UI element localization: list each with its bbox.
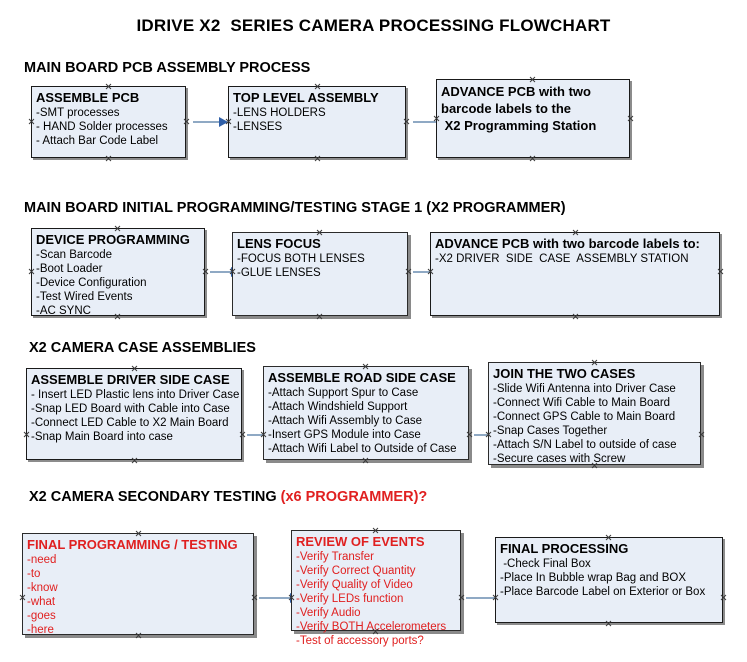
box-line: -what <box>27 596 56 608</box>
box-line: -LENSES <box>233 121 283 133</box>
box-line: -Test Wired Events <box>36 291 133 303</box>
box-line: -Scan Barcode <box>36 249 113 261</box>
box-title: LENS FOCUS <box>237 236 321 251</box>
box-line: -Verify LEDs function <box>296 593 404 605</box>
section-heading-main-board-pcb-assembly: MAIN BOARD PCB ASSEMBLY PROCESS <box>24 60 311 76</box>
box-final-processing[interactable]: FINAL PROCESSING -Check Final Box -Place… <box>495 537 723 623</box>
connector-assemble-pcb-to-top-level-assembly <box>193 117 228 127</box>
box-line: - Insert LED Plastic lens into Driver Ca… <box>31 389 240 401</box>
box-line: -here <box>27 624 54 636</box>
box-review-of-events[interactable]: REVIEW OF EVENTS -Verify Transfer -Verif… <box>291 530 461 647</box>
box-assemble-road-side-case[interactable]: ASSEMBLE ROAD SIDE CASE -Attach Support … <box>263 366 469 460</box>
section-heading-x2-camera-secondary-testing: X2 CAMERA SECONDARY TESTING (x6 PROGRAMM… <box>29 489 427 505</box>
box-line: -Secure cases with Screw <box>493 453 626 465</box>
box-line: -know <box>27 582 58 594</box>
box-line: -Snap Main Board into case <box>31 431 173 443</box>
box-title: ASSEMBLE ROAD SIDE CASE <box>268 370 456 385</box>
box-lens-focus[interactable]: LENS FOCUS -FOCUS BOTH LENSES -GLUE LENS… <box>232 232 408 316</box>
box-line: -Verify BOTH Accelerometers <box>296 621 447 633</box>
box-line: -Verify Quality of Video <box>296 579 413 591</box>
box-line: -Verify Audio <box>296 607 361 619</box>
box-line: -Connect Wifi Cable to Main Board <box>493 397 671 409</box>
box-line: -Device Configuration <box>36 277 147 289</box>
section-heading-accent: (x6 PROGRAMMER)? <box>280 489 428 505</box>
box-line-overflow: -Test of accessory ports? <box>296 635 424 647</box>
box-line: -X2 DRIVER SIDE CASE ASSEMBLY STATION <box>435 253 689 265</box>
box-top-level-assembly[interactable]: TOP LEVEL ASSEMBLY -LENS HOLDERS -LENSES <box>228 86 406 158</box>
box-line: -Attach Support Spur to Case <box>268 387 419 399</box>
box-line: -Insert GPS Module into Case <box>268 429 421 441</box>
section-heading-text: X2 CAMERA SECONDARY TESTING <box>29 489 281 505</box>
box-line: -Attach Wifi Assembly to Case <box>268 415 423 427</box>
box-line: -SMT processes <box>36 107 120 119</box>
box-line: -Snap LED Board with Cable into Case <box>31 403 230 415</box>
box-title: FINAL PROCESSING <box>500 541 629 556</box>
box-line: - Attach Bar Code Label <box>36 135 159 147</box>
box-assemble-pcb[interactable]: ASSEMBLE PCB -SMT processes - HAND Solde… <box>31 86 186 158</box>
box-line: -goes <box>27 610 56 622</box>
box-advance-pcb-to-x2-programming-station[interactable]: ADVANCE PCB with two barcode labels to t… <box>436 79 630 158</box>
box-title: DEVICE PROGRAMMING <box>36 232 190 247</box>
box-title: ASSEMBLE DRIVER SIDE CASE <box>31 372 230 387</box>
box-device-programming[interactable]: DEVICE PROGRAMMING -Scan Barcode -Boot L… <box>31 228 205 317</box>
box-assemble-driver-side-case[interactable]: ASSEMBLE DRIVER SIDE CASE - Insert LED P… <box>26 368 242 460</box>
box-line: -Attach S/N Label to outside of case <box>493 439 677 451</box>
box-join-the-two-cases[interactable]: JOIN THE TWO CASES -Slide Wifi Antenna i… <box>488 362 701 465</box>
box-line: -Snap Cases Together <box>493 425 608 437</box>
box-title: REVIEW OF EVENTS <box>296 534 425 549</box>
box-line: -Slide Wifi Antenna into Driver Case <box>493 383 676 395</box>
box-title: ASSEMBLE PCB <box>36 90 140 105</box>
box-line: -Attach Windshield Support <box>268 401 408 413</box>
box-line: -GLUE LENSES <box>237 267 321 279</box>
box-line: -Verify Correct Quantity <box>296 565 416 577</box>
connector-device-programming-to-lens-focus <box>210 267 240 277</box>
box-advance-pcb-to-driver-side-case-assembly[interactable]: ADVANCE PCB with two barcode labels to: … <box>430 232 720 316</box>
box-line: -Place Barcode Label on Exterior or Box <box>500 586 706 598</box>
box-line: -Check Final Box <box>500 558 591 570</box>
page-title: IDRIVE X2 SERIES CAMERA PROCESSING FLOWC… <box>136 16 611 35</box>
connector-final-programming-to-review-of-events <box>259 593 299 603</box>
box-line: -Place In Bubble wrap Bag and BOX <box>500 572 687 584</box>
box-final-programming-testing[interactable]: FINAL PROGRAMMING / TESTING -need -to -k… <box>22 533 254 636</box>
box-title: ADVANCE PCB with two barcode labels to t… <box>441 84 597 133</box>
box-line: -AC SYNC <box>36 305 91 317</box>
box-line: - HAND Solder processes <box>36 121 168 133</box>
section-heading-main-board-initial-programming: MAIN BOARD INITIAL PROGRAMMING/TESTING S… <box>24 200 566 216</box>
box-line: -Connect GPS Cable to Main Board <box>493 411 676 423</box>
box-line: -Boot Loader <box>36 263 103 275</box>
box-line: -FOCUS BOTH LENSES <box>237 253 365 265</box>
box-line: -Verify Transfer <box>296 551 374 563</box>
box-line: -LENS HOLDERS <box>233 107 326 119</box>
section-heading-x2-camera-case-assemblies: X2 CAMERA CASE ASSEMBLIES <box>29 340 256 356</box>
box-line: -need <box>27 554 57 566</box>
box-title: JOIN THE TWO CASES <box>493 366 636 381</box>
box-line: -Connect LED Cable to X2 Main Board <box>31 417 229 429</box>
box-title: FINAL PROGRAMMING / TESTING <box>27 537 238 552</box>
box-title: TOP LEVEL ASSEMBLY <box>233 90 379 105</box>
box-title: ADVANCE PCB with two barcode labels to: <box>435 236 700 251</box>
box-line: -to <box>27 568 41 580</box>
connector-review-of-events-to-final-processing <box>466 593 506 603</box>
arrow-head-icon <box>219 117 228 127</box>
box-line: -Attach Wifi Label to Outside of Case <box>268 443 457 455</box>
